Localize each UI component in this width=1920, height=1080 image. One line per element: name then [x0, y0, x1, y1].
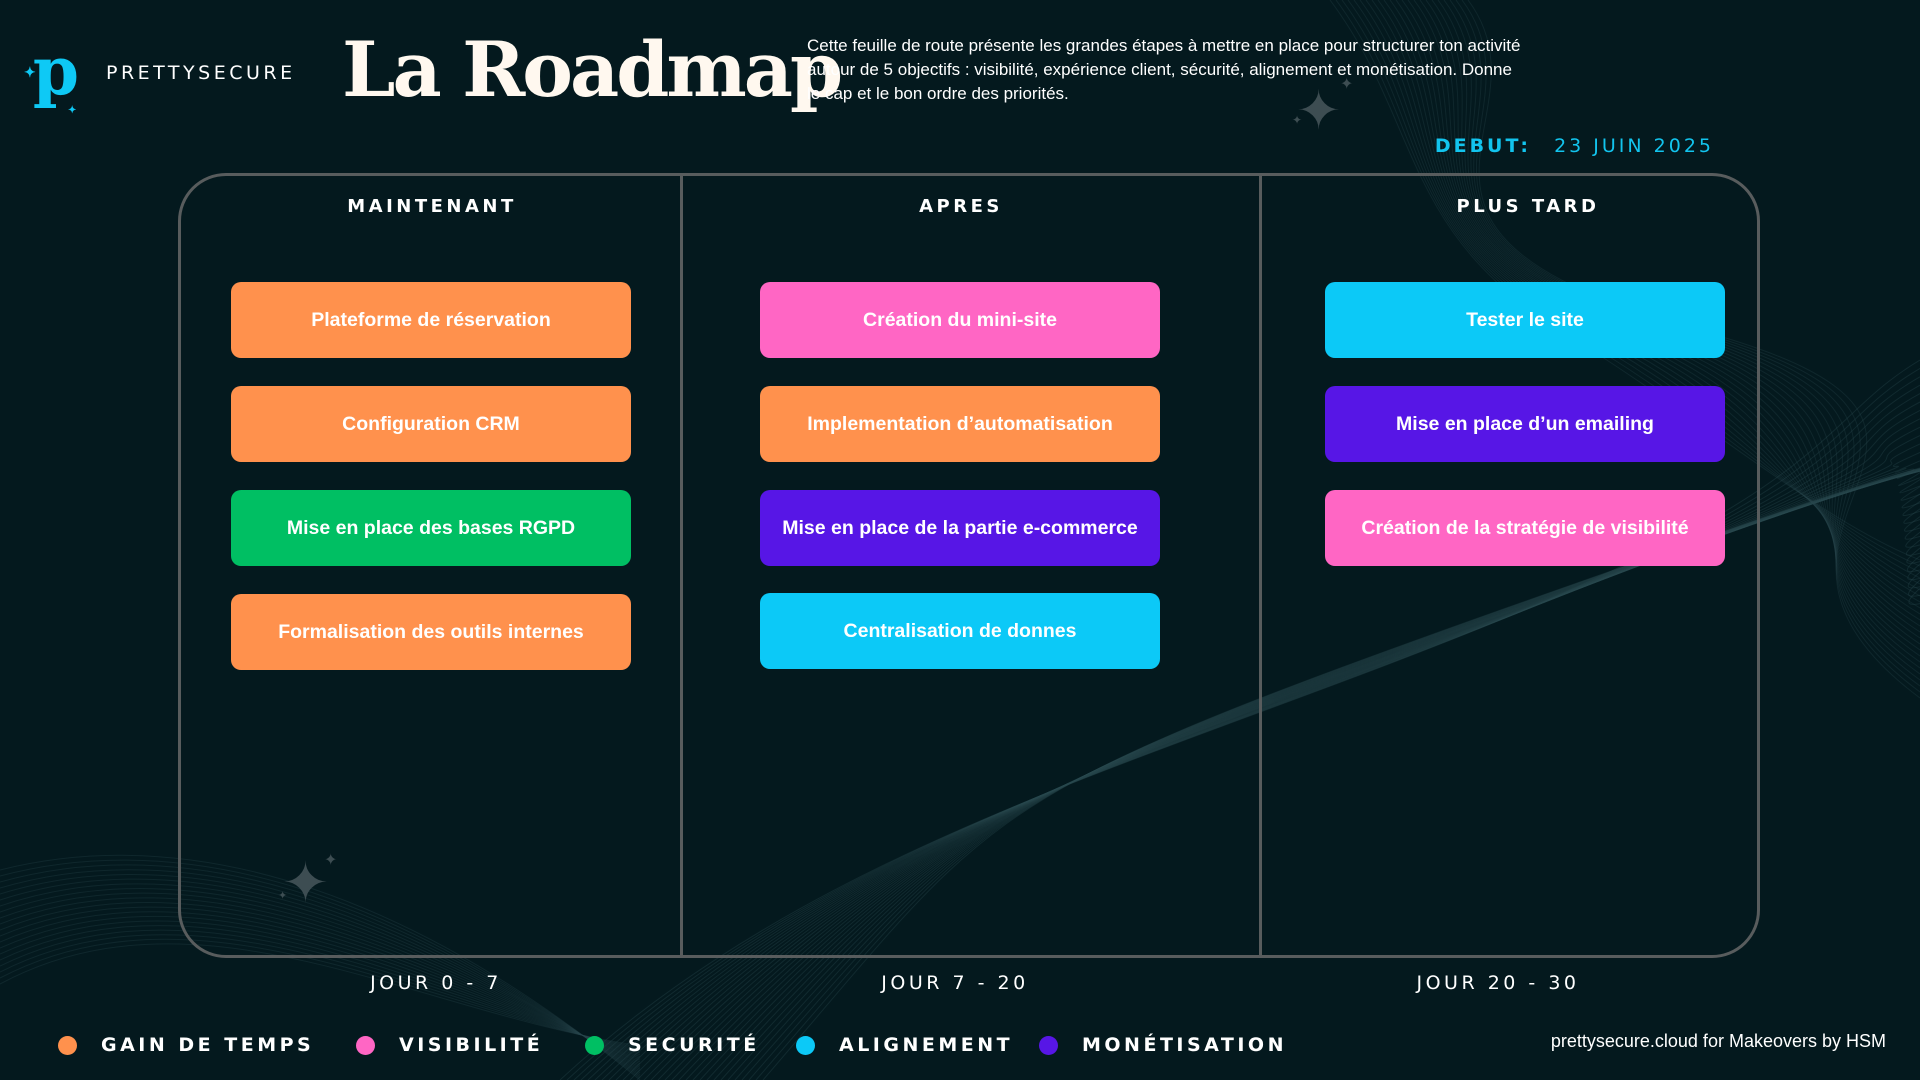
credit-text: prettysecure.cloud for Makeovers by HSM — [1550, 1031, 1886, 1051]
task-label: Implementation d’automatisation — [807, 412, 1113, 435]
task-label: Mise en place des bases RGPD — [286, 516, 576, 539]
task-card[interactable]: Création de la stratégie de visibilité — [1325, 490, 1725, 566]
column-divider — [1259, 176, 1262, 955]
legend-label: VISIBILITÉ — [399, 1034, 544, 1056]
task-label: Centralisation de donnes — [843, 619, 1077, 642]
logo-mark: p ✦ ✦ — [24, 38, 82, 116]
sparkle-icon: ✦ — [324, 850, 338, 869]
brand-name: PRETTYSECURE — [106, 62, 296, 84]
legend-dot — [1039, 1035, 1058, 1055]
sparkle-icon: ✦ — [1296, 79, 1342, 142]
task-card[interactable]: Tester le site — [1325, 282, 1725, 358]
legend-label: GAIN DE TEMPS — [101, 1034, 315, 1056]
legend-dot — [356, 1035, 375, 1055]
legend-item-monetisation: MONÉTISATION — [1039, 1034, 1287, 1056]
task-card[interactable]: Configuration CRM — [231, 386, 631, 462]
task-label: Tester le site — [1466, 308, 1584, 331]
column-heading-apres: APRES — [919, 196, 1003, 217]
legend-item-visibilite: VISIBILITÉ — [356, 1034, 543, 1056]
task-label: Formalisation des outils internes — [278, 620, 584, 643]
start-label: DEBUT: — [1434, 135, 1532, 157]
task-card[interactable]: Mise en place d’un emailing — [1325, 386, 1725, 462]
task-label: Mise en place d’un emailing — [1396, 412, 1654, 435]
task-card[interactable]: Création du mini-site — [760, 282, 1160, 358]
brand-logo: p ✦ ✦ PRETTYSECURE — [24, 38, 296, 116]
legend-label: ALIGNEMENT — [839, 1034, 1014, 1056]
sparkle-icon: ✦ — [1292, 113, 1303, 127]
column-heading-plus-tard: PLUS TARD — [1456, 196, 1600, 217]
legend-item-gain-de-temps: GAIN DE TEMPS — [58, 1034, 314, 1056]
sparkle-icon: ✦ — [278, 889, 288, 902]
day-range-maintenant: JOUR 0 - 7 — [370, 972, 502, 994]
logo-sparkle-icon: ✦ — [24, 65, 36, 81]
task-label: Création de la stratégie de visibilité — [1361, 516, 1689, 539]
task-card[interactable]: Centralisation de donnes — [760, 593, 1160, 669]
roadmap-board — [178, 173, 1760, 958]
task-label: Configuration CRM — [342, 412, 520, 435]
legend-item-securite: SECURITÉ — [585, 1034, 760, 1056]
task-card[interactable]: Mise en place des bases RGPD — [231, 490, 631, 566]
legend-dot — [58, 1035, 77, 1055]
legend-label: SECURITÉ — [628, 1034, 760, 1056]
task-card[interactable]: Mise en place de la partie e-commerce — [760, 490, 1160, 566]
task-card[interactable]: Formalisation des outils internes — [231, 594, 631, 670]
task-card[interactable]: Implementation d’automatisation — [760, 386, 1160, 462]
day-range-apres: JOUR 7 - 20 — [881, 972, 1029, 994]
column-divider — [680, 176, 683, 955]
task-card[interactable]: Plateforme de réservation — [231, 282, 631, 358]
intro-text: Cette feuille de route présente les gran… — [807, 36, 1521, 103]
task-label: Création du mini-site — [863, 308, 1057, 331]
task-label: Mise en place de la partie e-commerce — [782, 516, 1138, 539]
column-heading-maintenant: MAINTENANT — [347, 196, 517, 217]
legend-dot — [796, 1035, 815, 1055]
sparkle-icon: ✦ — [1340, 74, 1354, 93]
sparkle-icon: ✦ — [282, 851, 329, 916]
start-date: DEBUT: 23 JUIN 2025 — [1435, 135, 1714, 157]
legend-item-alignement: ALIGNEMENT — [796, 1034, 1013, 1056]
logo-letter: p — [32, 32, 80, 110]
day-range-plus-tard: JOUR 20 - 30 — [1416, 972, 1580, 994]
task-label: Plateforme de réservation — [311, 308, 551, 331]
page-title: La Roadmap — [342, 25, 843, 114]
start-date-value: 23 JUIN 2025 — [1554, 135, 1714, 157]
legend-label: MONÉTISATION — [1082, 1034, 1287, 1056]
logo-sparkle-icon: ✦ — [68, 105, 77, 116]
background-wave-line — [0, 943, 641, 1047]
legend-dot — [585, 1035, 604, 1055]
